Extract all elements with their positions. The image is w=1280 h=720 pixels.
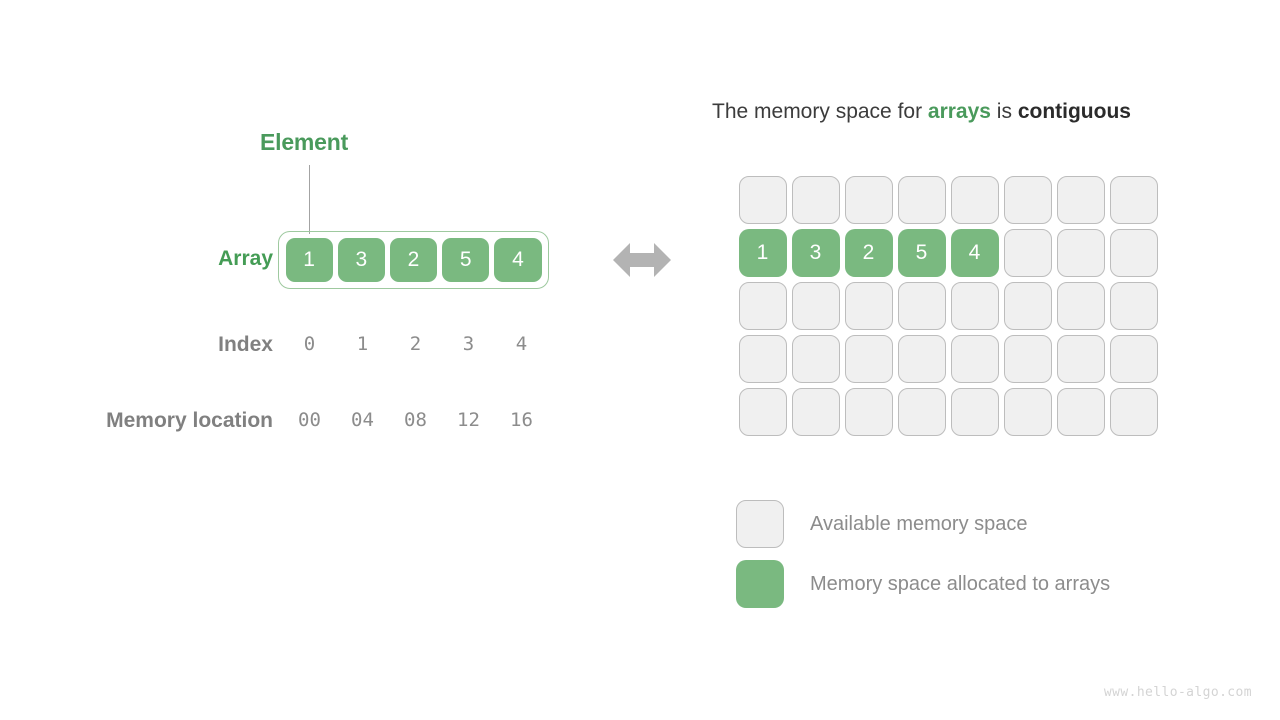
memory-grid-row bbox=[736, 282, 1160, 335]
memory-location-value: 04 bbox=[351, 409, 374, 431]
memory-cell-empty bbox=[1056, 388, 1105, 436]
memory-cell-empty bbox=[1109, 176, 1158, 224]
memory-cell-empty bbox=[897, 388, 946, 436]
memory-cell-allocated: 3 bbox=[791, 229, 840, 277]
memory-location-value: 12 bbox=[457, 409, 480, 431]
memory-cell-empty bbox=[950, 176, 999, 224]
memory-title: The memory space for arrays is contiguou… bbox=[712, 100, 1131, 124]
memory-layout-panel: The memory space for arrays is contiguou… bbox=[700, 0, 1280, 720]
memory-cell-empty bbox=[738, 176, 787, 224]
memory-cell-empty bbox=[791, 282, 840, 330]
index-value: 2 bbox=[409, 333, 422, 355]
memory-cell-empty bbox=[844, 176, 893, 224]
legend-label-available: Available memory space bbox=[810, 512, 1028, 535]
memory-cell-allocated: 2 bbox=[844, 229, 893, 277]
memory-cell-allocated: 1 bbox=[738, 229, 787, 277]
memory-grid-row bbox=[736, 335, 1160, 388]
memory-cell-empty bbox=[738, 335, 787, 383]
memory-location-values-row: 00 04 08 12 16 bbox=[283, 409, 548, 431]
memory-title-highlight-arrays: arrays bbox=[927, 100, 991, 123]
memory-cell-empty bbox=[897, 176, 946, 224]
memory-title-part2: is bbox=[990, 100, 1018, 123]
memory-grid-row bbox=[736, 176, 1160, 229]
watermark: www.hello-algo.com bbox=[1103, 685, 1252, 700]
memory-cell-empty bbox=[1056, 282, 1105, 330]
array-cell: 2 bbox=[389, 238, 438, 282]
memory-cell-empty bbox=[844, 335, 893, 383]
memory-cell-empty bbox=[950, 388, 999, 436]
memory-cell-empty bbox=[1056, 335, 1105, 383]
memory-cell-empty bbox=[791, 335, 840, 383]
index-values-row: 0 1 2 3 4 bbox=[283, 333, 548, 355]
index-value: 1 bbox=[356, 333, 369, 355]
memory-cell-allocated: 5 bbox=[897, 229, 946, 277]
memory-location-value: 00 bbox=[298, 409, 321, 431]
memory-cell-empty bbox=[738, 282, 787, 330]
array-cell: 5 bbox=[442, 238, 490, 282]
legend: Available memory space Memory space allo… bbox=[736, 494, 1110, 614]
legend-row-allocated: Memory space allocated to arrays bbox=[736, 554, 1110, 614]
memory-title-highlight-contiguous: contiguous bbox=[1017, 100, 1131, 123]
array-row-label: Array bbox=[218, 247, 273, 270]
memory-cell-empty bbox=[1003, 388, 1052, 436]
memory-cell-empty bbox=[1003, 176, 1052, 224]
memory-cell-empty bbox=[844, 282, 893, 330]
memory-cell-empty bbox=[791, 388, 840, 436]
memory-cell-empty bbox=[791, 176, 840, 224]
legend-swatch-available bbox=[736, 500, 784, 548]
legend-label-allocated: Memory space allocated to arrays bbox=[810, 572, 1111, 595]
legend-swatch-allocated bbox=[736, 560, 784, 608]
memory-location-value: 08 bbox=[404, 409, 427, 431]
array-cell: 3 bbox=[337, 238, 385, 282]
memory-cell-empty bbox=[950, 335, 999, 383]
memory-grid: 1 3 2 5 4 bbox=[736, 176, 1160, 441]
memory-cell-empty bbox=[1109, 388, 1158, 436]
double-headed-arrow-icon bbox=[613, 243, 671, 277]
memory-cell-empty bbox=[844, 388, 893, 436]
array-cell: 1 bbox=[285, 238, 333, 282]
memory-title-part1: The memory space for bbox=[712, 100, 928, 123]
memory-grid-row-allocated: 1 3 2 5 4 bbox=[736, 229, 1160, 282]
memory-cell-empty bbox=[738, 388, 787, 436]
index-row-label: Index bbox=[218, 333, 273, 356]
memory-cell-empty bbox=[1003, 335, 1052, 383]
memory-cell-empty bbox=[897, 335, 946, 383]
legend-row-available: Available memory space bbox=[736, 494, 1110, 554]
memory-cell-empty bbox=[1056, 229, 1105, 277]
element-callout-connector-line bbox=[309, 165, 310, 234]
memory-cell-empty bbox=[950, 282, 999, 330]
memory-cell-empty bbox=[1109, 335, 1158, 383]
memory-cell-empty bbox=[1003, 229, 1052, 277]
memory-cell-empty bbox=[1056, 176, 1105, 224]
memory-cell-empty bbox=[1109, 282, 1158, 330]
memory-cell-empty bbox=[1109, 229, 1158, 277]
memory-cell-empty bbox=[1003, 282, 1052, 330]
memory-cell-empty bbox=[897, 282, 946, 330]
index-value: 0 bbox=[303, 333, 316, 355]
array-cell: 4 bbox=[494, 238, 542, 282]
memory-location-value: 16 bbox=[510, 409, 533, 431]
memory-grid-row bbox=[736, 388, 1160, 441]
memory-location-row-label: Memory location bbox=[106, 409, 273, 432]
memory-cell-allocated: 4 bbox=[950, 229, 999, 277]
array-container: 1 3 2 5 4 bbox=[278, 231, 549, 289]
index-value: 4 bbox=[515, 333, 528, 355]
index-value: 3 bbox=[462, 333, 475, 355]
array-illustration-panel: Element Array 1 3 2 5 4 Index 0 1 2 3 4 … bbox=[0, 0, 600, 720]
element-callout-label: Element bbox=[260, 129, 349, 155]
